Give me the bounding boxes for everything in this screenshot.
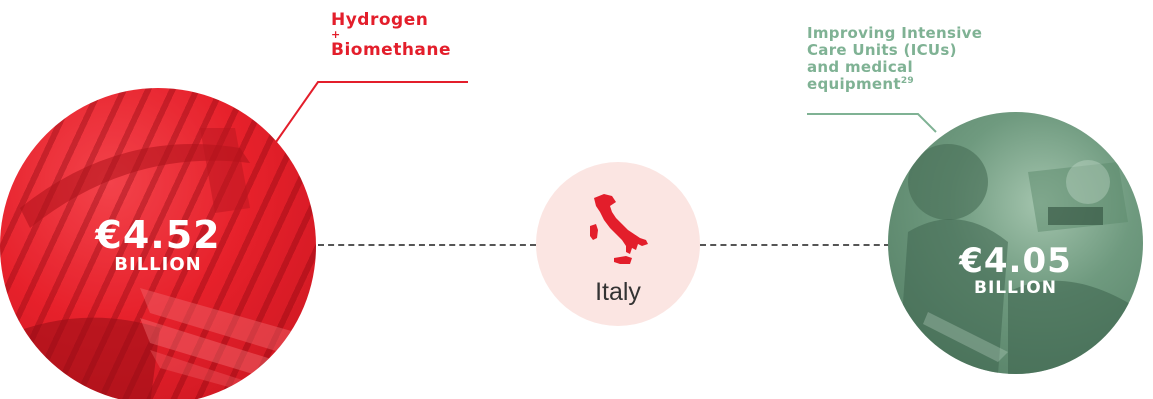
right-label-line-1: Improving Intensive (807, 24, 983, 42)
right-amount-unit: BILLION (974, 278, 1057, 298)
icu-equipment-circle: €4.05 BILLION (888, 112, 1143, 374)
footnote-marker: 29 (900, 76, 914, 86)
left-label-line-3: Biomethane (331, 40, 452, 60)
country-label: Italy (595, 278, 641, 306)
italy-map-icon (590, 194, 648, 264)
right-amount-value: €4.05 (959, 241, 1072, 281)
right-category-label: Improving Intensive Care Units (ICUs) an… (807, 25, 1027, 93)
country-circle: Italy (536, 162, 700, 326)
right-dashed-connector (700, 244, 890, 246)
hydrogen-biomethane-circle: €4.52 BILLION (0, 88, 316, 399)
left-category-label: Hydrogen + Biomethane (331, 10, 451, 60)
industrial-photo-texture (0, 88, 316, 399)
right-leader-line (807, 113, 937, 133)
left-amount-unit: BILLION (114, 254, 202, 275)
left-label-line-1: Hydrogen (331, 10, 429, 30)
right-label-line-2: Care Units (ICUs) (807, 41, 957, 59)
right-amount-block: €4.05 BILLION (888, 244, 1143, 298)
left-amount-block: €4.52 BILLION (0, 216, 316, 276)
left-leader-line (275, 81, 468, 143)
left-dashed-connector (318, 244, 536, 246)
right-label-line-4: equipment29 (807, 76, 1027, 93)
medical-photo-texture (898, 144, 1143, 374)
right-label-line-4-text: equipment (807, 75, 901, 93)
left-label-plus: + (331, 28, 341, 41)
left-amount-value: €4.52 (95, 213, 221, 257)
right-label-line-3: and medical (807, 58, 913, 76)
